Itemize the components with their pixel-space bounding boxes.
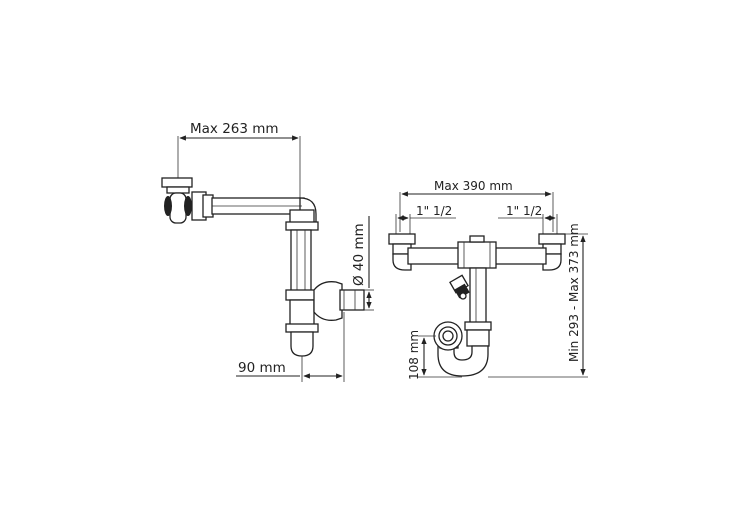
dimension-offset: 90 mm [236, 312, 345, 382]
dishwasher-connector [449, 274, 470, 300]
manifold-pipe [407, 235, 547, 269]
sink-connector-side [161, 177, 214, 224]
outlet-bowl-side [313, 281, 365, 321]
label-offset: 90 mm [238, 360, 286, 376]
inlet-left [388, 233, 416, 271]
label-inlet-right: 1" 1/2 [506, 204, 542, 218]
dimension-inlet-right: 1" 1/2 [498, 204, 558, 234]
label-max-390: Max 390 mm [434, 179, 513, 193]
dimension-max-width-side: Max 263 mm [177, 121, 301, 200]
dimension-max-width-front: Max 390 mm [399, 179, 554, 232]
side-view: Max 263 mm [161, 121, 374, 382]
inlet-right [538, 233, 566, 271]
dimension-height-range: Min 293 - Max 373 mm [488, 223, 588, 378]
dimension-outlet-height: 108 mm [407, 330, 462, 380]
label-inlet-left: 1" 1/2 [416, 204, 452, 218]
drop-pipe-front [464, 267, 492, 347]
horizontal-arm-side [211, 197, 317, 223]
outlet-front [433, 321, 463, 351]
label-max-263: Max 263 mm [190, 121, 279, 137]
dimension-diameter: Ø 40 mm [351, 216, 374, 311]
label-diameter: Ø 40 mm [351, 223, 367, 286]
vertical-pipe-side [285, 209, 319, 357]
front-view: Max 390 mm 1" 1/2 1" 1/2 [388, 179, 588, 380]
label-outlet-height: 108 mm [407, 330, 421, 380]
dimension-inlet-left: 1" 1/2 [395, 204, 456, 234]
label-height-range: Min 293 - Max 373 mm [567, 223, 581, 362]
